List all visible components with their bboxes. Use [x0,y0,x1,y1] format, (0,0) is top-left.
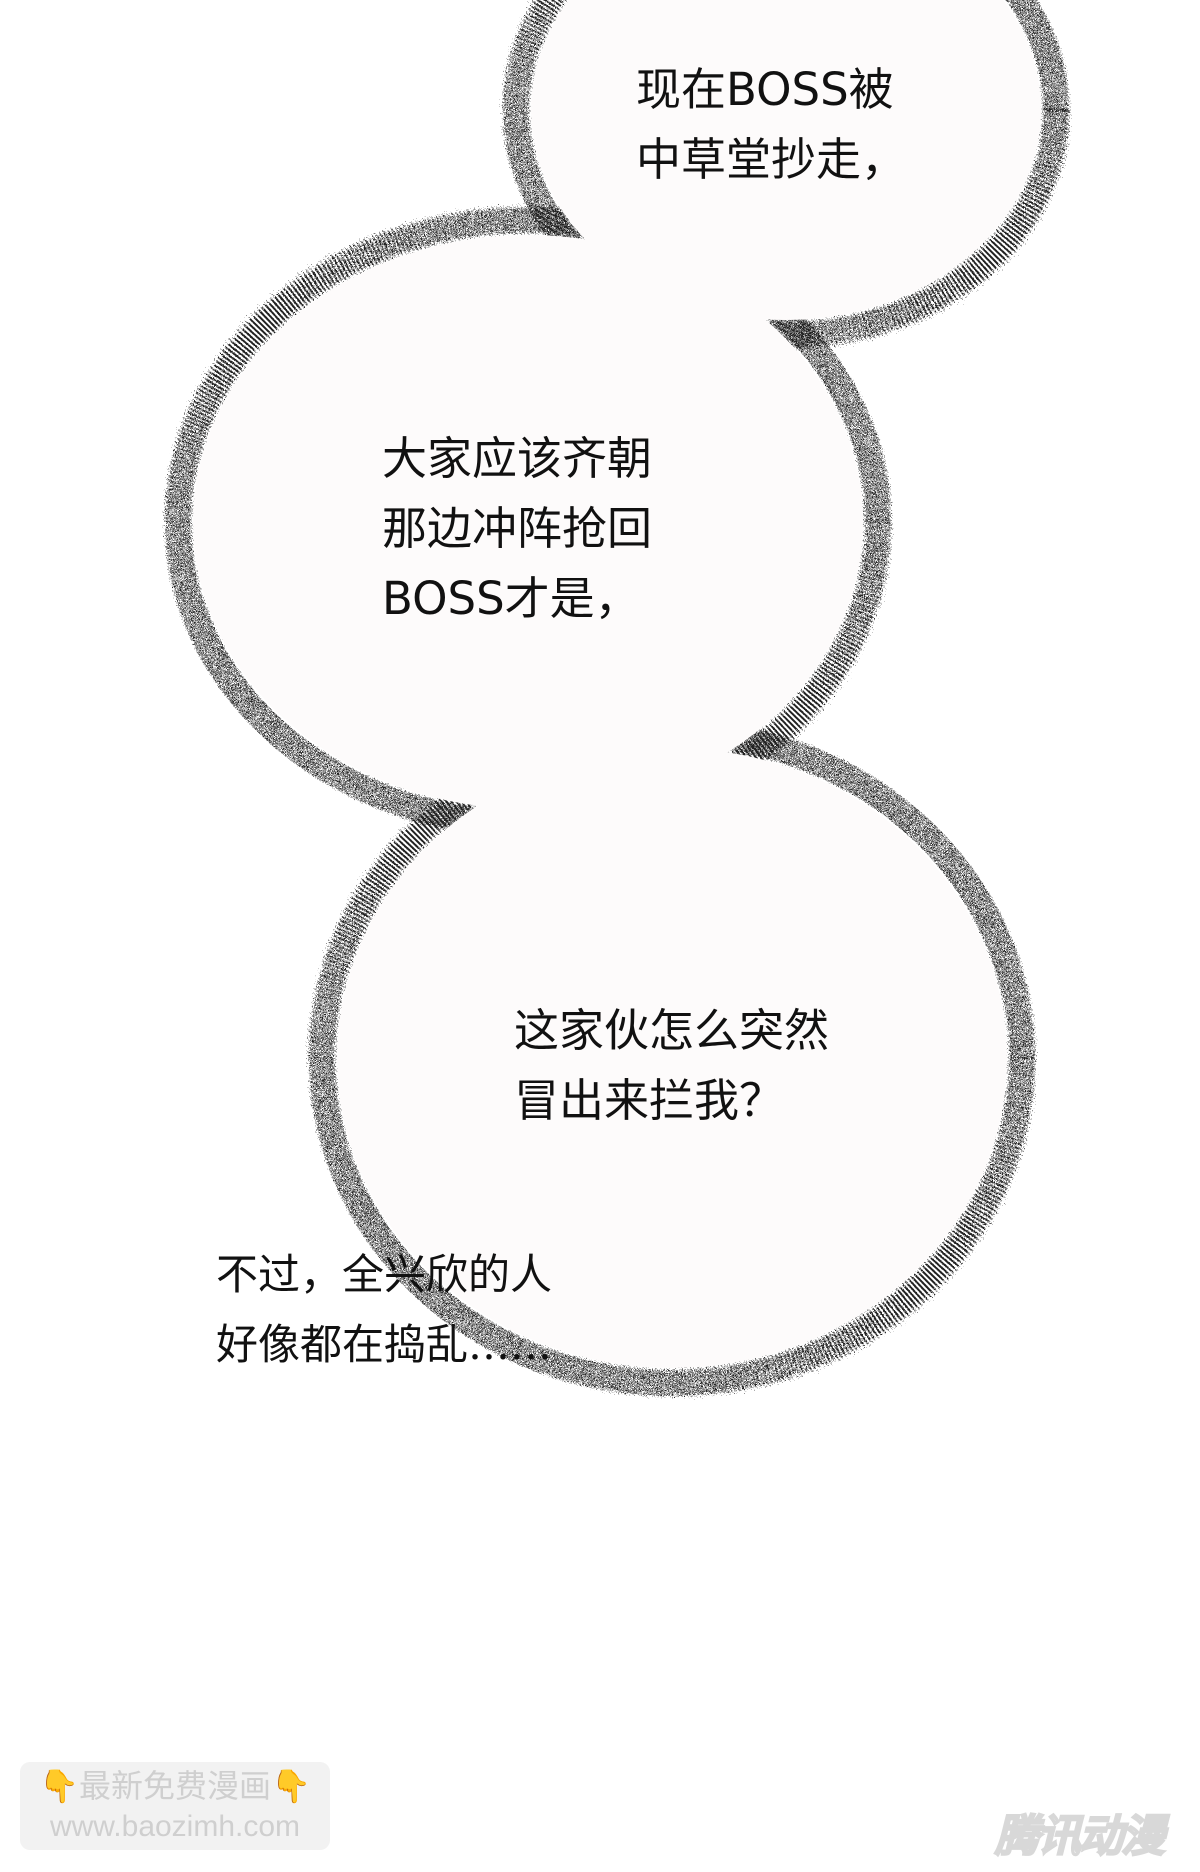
bubble-2-text: 大家应该齐朝 那边冲阵抢回 BOSS才是， [382,432,653,625]
tencent-comic-logo: 腾讯动漫 [994,1810,1166,1863]
bubble-3-text: 这家伙怎么突然 冒出来拦我？ [514,1004,830,1127]
pointing-down-hand-icon: 👇 [39,1767,79,1805]
watermark-line1: 最新免费漫画 [78,1767,271,1805]
pointing-down-hand-icon: 👇 [271,1767,311,1805]
narration-text: 不过，全兴欣的人 好像都在捣乱…… [216,1250,553,1369]
watermark-url: www.baozimh.com [49,1810,301,1843]
bubble-1-text: 现在BOSS被 中草堂抄走， [636,63,907,186]
watermark: 👇最新免费漫画👇 www.baozimh.com [20,1762,330,1850]
bubble-3-outline [309,720,1035,1396]
